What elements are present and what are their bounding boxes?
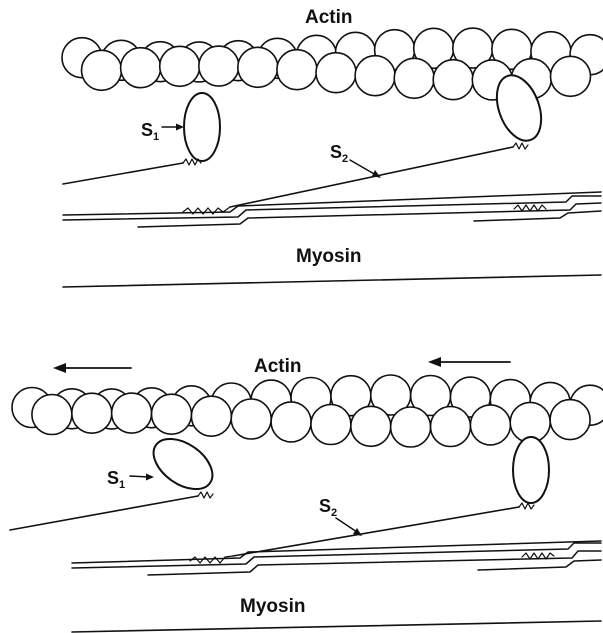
s1-hinge-bottom	[198, 492, 213, 498]
myosin-baseline-bottom	[72, 621, 601, 632]
actin-monomer-bottom-r1-0	[32, 395, 72, 435]
actin-monomer-bottom-r1-3	[152, 394, 192, 434]
actin-monomer-top-r1-6	[316, 53, 356, 93]
actin-monomer-top-r1-3	[199, 46, 239, 86]
s2-neck-line-top	[230, 147, 513, 207]
s2-myosin-head-bottom	[513, 437, 549, 503]
movement-arrow-right-head	[428, 357, 441, 367]
actin-monomer-top-r1-9	[433, 60, 473, 100]
s2-hinge-top	[513, 143, 528, 149]
panel-top: Actin Myosin S1 S2	[62, 7, 603, 287]
myosin-baseline-top	[63, 275, 601, 287]
thick-filament-line4-bottom	[478, 560, 601, 570]
actin-monomer-bottom-r1-7	[311, 405, 351, 445]
actin-monomer-bottom-r1-6	[271, 402, 311, 442]
actin-monomer-bottom-r1-4	[191, 396, 231, 436]
actin-monomer-top-r1-8	[394, 58, 434, 98]
actin-monomer-bottom-r1-10	[431, 407, 471, 447]
actin-monomer-bottom-r1-9	[391, 407, 431, 447]
actin-monomer-bottom-r1-2	[112, 393, 152, 433]
movement-arrow-left-head	[53, 363, 66, 373]
actin-monomer-top-r1-1	[121, 48, 161, 88]
actin-monomer-top-r1-2	[160, 46, 200, 86]
myosin-label-bottom: Myosin	[240, 596, 305, 617]
thick-filament-line2-bottom	[72, 543, 601, 568]
myosin-label-top: Myosin	[296, 246, 361, 267]
actin-monomer-bottom-r1-5	[231, 399, 271, 439]
actin-filament-bottom	[12, 375, 603, 447]
actin-monomer-bottom-r1-13	[550, 400, 590, 440]
s1-neck-line-bottom	[10, 496, 198, 530]
actin-monomer-bottom-r1-8	[351, 406, 391, 446]
actin-monomer-top-r1-0	[82, 50, 122, 90]
actin-monomer-top-r1-12	[551, 56, 591, 96]
s2-pointer-line-top	[350, 160, 376, 175]
s1-pointer-arrowhead-top	[176, 124, 184, 131]
panel-bottom: Actin Myosin S1 S2	[10, 356, 603, 632]
actin-monomer-top-r1-5	[277, 50, 317, 90]
actin-label-top: Actin	[305, 7, 353, 28]
s1-hinge-top	[183, 159, 201, 165]
s2-label-top: S2	[330, 142, 348, 165]
s1-label-bottom: S1	[107, 468, 125, 491]
s1-neck-line-top	[63, 163, 183, 184]
actin-monomer-bottom-r1-1	[72, 393, 112, 433]
actin-label-bottom: Actin	[254, 356, 302, 377]
s1-myosin-head-bottom	[144, 429, 221, 500]
s1-pointer-arrowhead-bottom	[146, 474, 154, 481]
actin-monomer-top-r1-4	[238, 47, 278, 87]
s1-label-top: S1	[141, 120, 159, 143]
actin-monomer-bottom-r1-11	[470, 405, 510, 445]
s2-label-bottom: S2	[319, 496, 337, 519]
s1-myosin-head-top	[184, 93, 220, 161]
s2-pointer-line-bottom	[336, 518, 357, 532]
actin-monomer-top-r1-7	[355, 56, 395, 96]
